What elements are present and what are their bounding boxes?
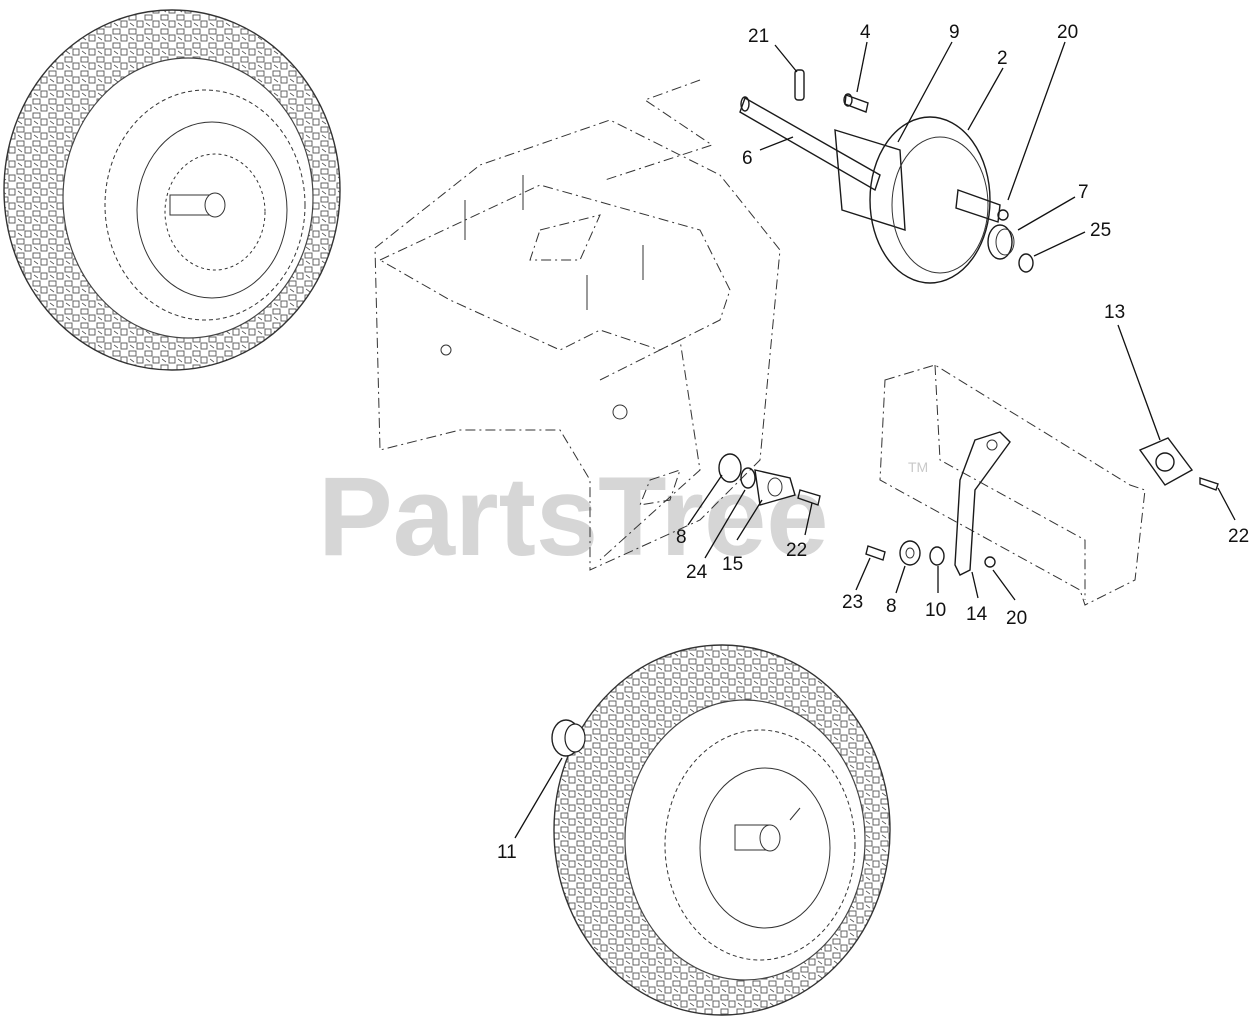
watermark-trademark: TM [908, 459, 928, 475]
bracket-hardware [865, 540, 945, 566]
callout-labels: 21 4 9 2 20 6 7 25 13 22 8 24 15 22 23 8… [497, 22, 1249, 863]
callout-20-lower: 20 [1006, 608, 1027, 629]
callout-24: 24 [686, 562, 708, 583]
callout-22-housing: 22 [786, 540, 807, 561]
housing-hardware [718, 453, 821, 506]
bracket-plate-assembly [879, 364, 1219, 606]
callout-8-housing: 8 [676, 527, 687, 548]
alignment-line [604, 79, 714, 181]
callout-14: 14 [966, 604, 988, 625]
shaft-pulley-assembly [739, 69, 1034, 284]
callout-7: 7 [1078, 182, 1089, 203]
callout-22-right: 22 [1228, 526, 1249, 547]
callout-leaders [514, 41, 1236, 839]
callout-8-bracket: 8 [886, 596, 897, 617]
callout-25: 25 [1090, 220, 1111, 241]
bushing-part-11 [551, 719, 586, 757]
callout-13: 13 [1104, 302, 1125, 323]
callout-4: 4 [860, 22, 871, 43]
callout-9: 9 [949, 22, 960, 43]
callout-10: 10 [925, 600, 946, 621]
callout-2: 2 [997, 48, 1008, 69]
callout-6: 6 [742, 148, 753, 169]
housing-frame [374, 119, 781, 571]
callout-15: 15 [722, 554, 743, 575]
wheel-lower [553, 644, 891, 1016]
callout-11: 11 [497, 842, 517, 863]
watermark-text: PartsTree [318, 454, 829, 579]
callout-21: 21 [748, 26, 769, 47]
callout-20-upper: 20 [1057, 22, 1078, 43]
callout-23: 23 [842, 592, 863, 613]
wheel-upper-left [3, 9, 341, 371]
watermark: PartsTree TM [318, 454, 928, 579]
